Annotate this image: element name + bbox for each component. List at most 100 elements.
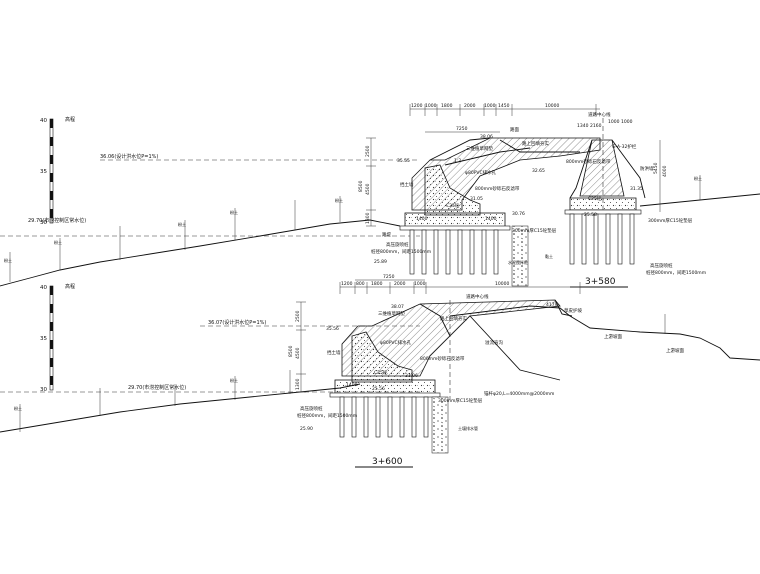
- vertical-dimension-chain: 2500 8500 4500 1300: [288, 301, 306, 393]
- dim-label: 4500: [365, 183, 371, 195]
- annotation-pvc: φ80PVC排水孔: [380, 339, 412, 346]
- dim-label: 1400: [485, 216, 497, 222]
- floodwall-bedding: [564, 209, 642, 215]
- annotation-bedding-r: 300mm厚C15砼垫层: [648, 217, 693, 224]
- dim-label: 5450: [653, 162, 659, 174]
- dim-label: 4000: [662, 165, 668, 177]
- ground-label: 粉土: [4, 257, 12, 263]
- dim-label: 1200: [411, 103, 423, 109]
- dim-label: 7250: [456, 126, 468, 132]
- annotation-pipe: 土壤排水管: [458, 425, 478, 431]
- scale-title: 高程: [65, 116, 75, 123]
- slope-line-2: [444, 147, 531, 166]
- elev-label: 38.06: [480, 134, 493, 140]
- rock-column: [431, 396, 449, 454]
- tick-label: 40: [40, 118, 47, 124]
- elev-label: 25.89: [374, 259, 387, 265]
- bedding: [399, 225, 511, 231]
- annotation-soil-fill: 路上回填夯实: [522, 140, 549, 147]
- dim-label: 1300: [365, 212, 371, 224]
- rock-column: [511, 225, 529, 287]
- annotation-pile-r: 桩径800mm，间距1500mm: [646, 269, 706, 276]
- dim-label: 1800: [441, 103, 453, 109]
- annotation-pvc: φ80PVC排水孔: [465, 169, 497, 176]
- annotation-press-pile: 高压旋喷桩: [300, 405, 323, 412]
- slope-line: [429, 137, 491, 161]
- elev-label: 38.07: [391, 304, 404, 310]
- vertical-dimension-chain: 2500 8500 4500 1300 5450 4000: [358, 137, 668, 227]
- ground-label: 粉土: [694, 175, 702, 181]
- elev-label: 35.55: [397, 158, 410, 164]
- tick-label: 30: [40, 220, 47, 226]
- annotation-pile: 桩径800mm，间距1500mm: [297, 412, 357, 419]
- wall-edge: [554, 299, 573, 317]
- annotation-floodwall: 防洪墙: [640, 165, 654, 172]
- annotation-slope1: 上游坡面: [604, 333, 622, 340]
- section-top: 36.06(设计洪水位P=1%) 29.70(市涝控制区常水位) 粉土 粉土 粉…: [0, 103, 760, 288]
- annotation-stop-wall: 挡土墙: [327, 349, 341, 356]
- station-label: 3+600: [372, 457, 403, 467]
- station-label: 3+580: [585, 277, 616, 287]
- annotation-concrete: C25砼: [446, 202, 460, 209]
- ground-label: 粉土: [230, 209, 238, 215]
- annotation-press-pile: 高压旋喷桩: [386, 241, 409, 248]
- ground-line-right: [449, 305, 760, 361]
- dim-label: 800: [356, 281, 365, 287]
- elev-label: 31.06: [405, 373, 418, 379]
- dim-label: 2160: [590, 123, 602, 129]
- dim-label: 1000: [414, 281, 426, 287]
- annotation-bedding: 300mm厚C15砼垫层: [512, 227, 557, 234]
- annotation-gravel: 800mm砂砾石反滤带: [420, 355, 465, 362]
- scale-title: 高程: [65, 283, 75, 290]
- road-top: [499, 139, 580, 153]
- dim-label: 2500: [295, 310, 301, 322]
- dim-label: 1340: [577, 123, 589, 129]
- ground-ticks: [19, 314, 666, 432]
- annotation-wall-top: G-A-32护栏: [612, 143, 637, 150]
- annotation-gravel-r: 800mm砂砾石反滤带: [566, 158, 611, 165]
- ground-label: 粉土: [54, 239, 62, 245]
- ground-label: 粉土: [14, 405, 22, 411]
- ground-label: 粉土: [178, 221, 186, 227]
- tick-label: 40: [40, 285, 47, 291]
- dim-label: 1450: [498, 103, 510, 109]
- anchor-line: [469, 315, 561, 381]
- elev-label: 25.56: [372, 386, 385, 392]
- annotation-slope2: 上游坡面: [666, 347, 684, 354]
- annotation-concrete: C25砼: [374, 369, 388, 376]
- annotation-drain: 溢流盲沟: [485, 339, 503, 346]
- annotation-gravel: 800mm砂砾石反滤带: [475, 185, 520, 192]
- dim-label: 4500: [295, 347, 301, 359]
- slope-line: [419, 303, 451, 337]
- dim-label: 1000: [608, 119, 620, 125]
- wall-front: [569, 139, 593, 199]
- dim-label: 1400: [416, 216, 428, 222]
- top-dimension-chain: 1200 800 1800 2000 1000 10000 7250 4179: [339, 274, 581, 308]
- elev-label: 31.35: [630, 186, 643, 192]
- ground-label: 粉土: [335, 197, 343, 203]
- design-flood-label: 36.07(设计洪水位P=1%): [208, 319, 266, 326]
- dim-label: 1000: [425, 103, 437, 109]
- dim-label: 1000: [621, 119, 633, 125]
- annotation-clay: 黏土: [545, 253, 553, 259]
- section-bottom: 36.07(设计洪水位P=1%) 29.70(市涝控制区常水位) 粉土 粉土 1…: [0, 274, 760, 468]
- dim-label: 10000: [545, 103, 559, 109]
- ground-ticks: [9, 175, 701, 282]
- dim-label: 1400: [346, 382, 358, 388]
- annotation-press-pile-r: 高压旋喷桩: [650, 262, 673, 269]
- annotation-slope: 1:2: [454, 158, 461, 164]
- embankment-fill: [341, 299, 561, 377]
- dim-label: 1200: [341, 281, 353, 287]
- pile-group-left: [409, 229, 499, 275]
- annotation-soil-fill: 路上回填夯实: [440, 315, 467, 322]
- annotation-anchor: 锚杆φ20,L=4000mm@2000mm: [484, 390, 554, 397]
- dim-label: 8500: [358, 180, 364, 192]
- dim-label: 7250: [383, 274, 395, 280]
- dim-label: 10000: [495, 281, 509, 287]
- annotation-wall: 草皮护坡: [564, 307, 582, 314]
- tick-label: 35: [40, 169, 47, 175]
- elev-label: 31.05: [470, 196, 483, 202]
- dim-label: 2000: [464, 103, 476, 109]
